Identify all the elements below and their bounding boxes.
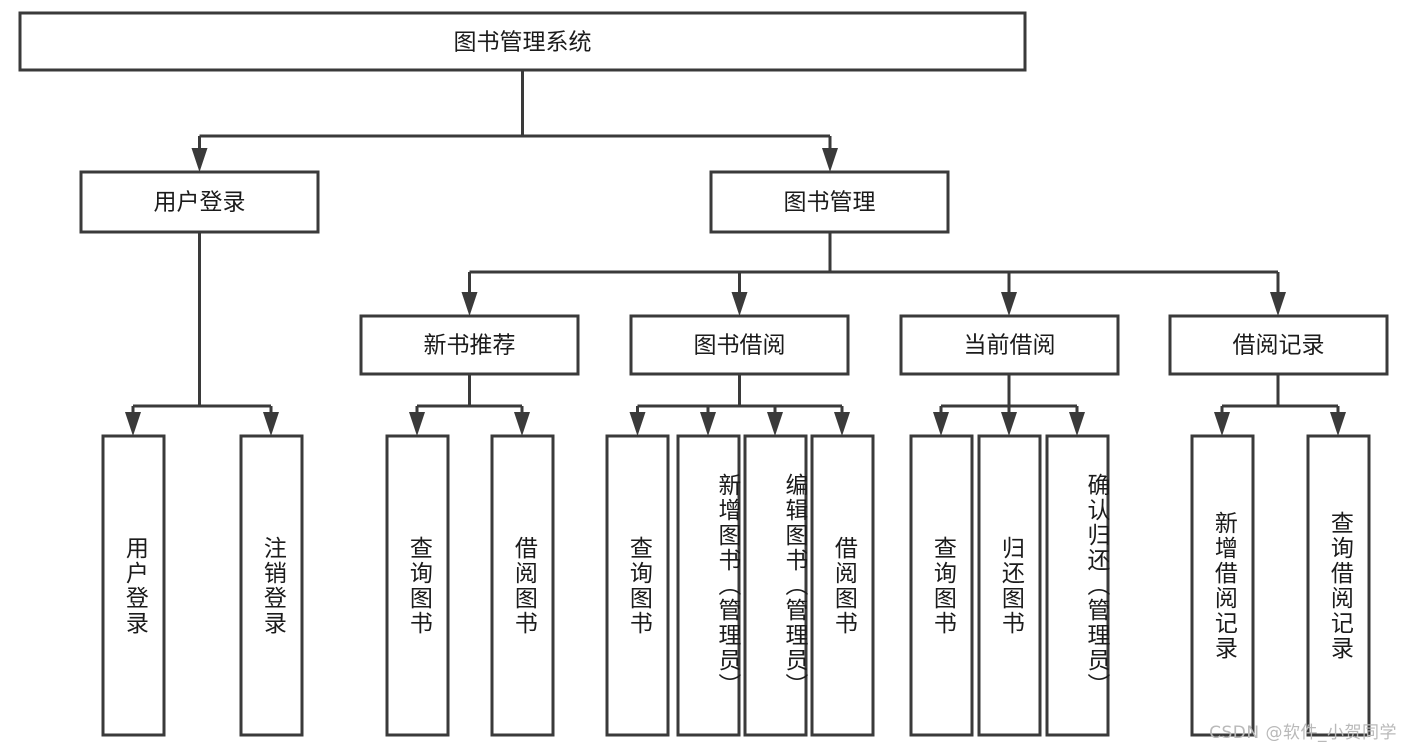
leaf-boxes [101, 434, 1371, 737]
node-borrow-record-box[interactable] [1168, 314, 1389, 376]
arrow-head-leaf-query-record [1330, 412, 1346, 436]
connectors-current-borrow-to-leaves [933, 374, 1085, 436]
leaf-confirm-return-box[interactable] [1045, 434, 1110, 737]
connectors-book-management-to-level3 [461, 232, 1286, 316]
node-user-login-label: 用户登录 [154, 190, 246, 216]
leaf-logout-login-box[interactable] [239, 434, 304, 737]
arrow-head-leaf-query-book-1 [409, 412, 425, 436]
node-root-box[interactable] [18, 11, 1027, 72]
leaf-add-record-box[interactable] [1190, 434, 1255, 737]
connectors-borrow-record-to-leaves [1214, 374, 1346, 436]
arrow-head-leaf-borrow-book-1 [514, 412, 530, 436]
arrow-head-leaf-borrow-book-2 [834, 412, 850, 436]
node-user-login-box[interactable] [79, 170, 320, 234]
arrow-head-leaf-user-login [125, 412, 141, 436]
leaf-borrow-book-1-box[interactable] [490, 434, 555, 737]
arrow-head-book-borrow [731, 292, 748, 316]
node-current-borrow[interactable]: 当前借阅 [899, 314, 1120, 376]
connectors-user-login-to-leaves [125, 232, 279, 436]
node-new-book-recommend-label: 新书推荐 [424, 333, 516, 359]
arrow-head-borrow-record [1270, 292, 1286, 316]
node-root[interactable]: 图书管理系统 [18, 11, 1027, 72]
arrow-head-leaf-add-book [700, 412, 716, 436]
node-new-book-recommend[interactable]: 新书推荐 [359, 314, 580, 376]
leaf-edit-book-box[interactable] [743, 434, 808, 737]
node-book-borrow-box[interactable] [629, 314, 850, 376]
arrow-head-user-login [191, 148, 208, 172]
arrow-head-book-management [822, 148, 838, 172]
leaf-query-record-box[interactable] [1306, 434, 1371, 737]
connectors-book-borrow-to-leaves [629, 374, 850, 436]
connectors-root-to-level2 [191, 70, 838, 172]
leaf-borrow-book-2-box[interactable] [810, 434, 875, 737]
node-borrow-record-label: 借阅记录 [1233, 333, 1325, 359]
arrow-head-leaf-edit-book [767, 412, 783, 436]
node-book-management[interactable]: 图书管理 [709, 170, 950, 234]
csdn-watermark: CSDN @软件_小贺同学 [1209, 723, 1397, 743]
arrow-head-leaf-logout-login [263, 412, 279, 436]
leaf-return-book-box[interactable] [977, 434, 1042, 737]
node-new-book-recommend-box[interactable] [359, 314, 580, 376]
arrow-head-leaf-query-book-3 [933, 412, 949, 436]
arrow-head-current-borrow [1001, 292, 1017, 316]
leaf-user-login-box[interactable] [101, 434, 166, 737]
node-user-login[interactable]: 用户登录 [79, 170, 320, 234]
leaf-query-book-3-box[interactable] [909, 434, 974, 737]
connectors-new-book-to-leaves [409, 374, 530, 436]
node-current-borrow-box[interactable] [899, 314, 1120, 376]
node-book-borrow-label: 图书借阅 [694, 333, 786, 359]
node-root-label: 图书管理系统 [454, 30, 592, 56]
arrow-head-leaf-query-book-2 [629, 412, 646, 436]
node-book-management-box[interactable] [709, 170, 950, 234]
arrow-head-leaf-add-record [1214, 412, 1230, 436]
arrow-head-new-book-recommend [461, 292, 478, 316]
node-borrow-record[interactable]: 借阅记录 [1168, 314, 1389, 376]
node-book-borrow[interactable]: 图书借阅 [629, 314, 850, 376]
node-current-borrow-label: 当前借阅 [964, 333, 1056, 359]
arrow-head-leaf-confirm-return [1069, 412, 1085, 436]
leaf-query-book-1-box[interactable] [385, 434, 450, 737]
leaf-query-book-2-box[interactable] [605, 434, 670, 737]
leaf-add-book-box[interactable] [676, 434, 741, 737]
node-book-management-label: 图书管理 [784, 190, 876, 216]
arrow-head-leaf-return-book [1001, 412, 1017, 436]
